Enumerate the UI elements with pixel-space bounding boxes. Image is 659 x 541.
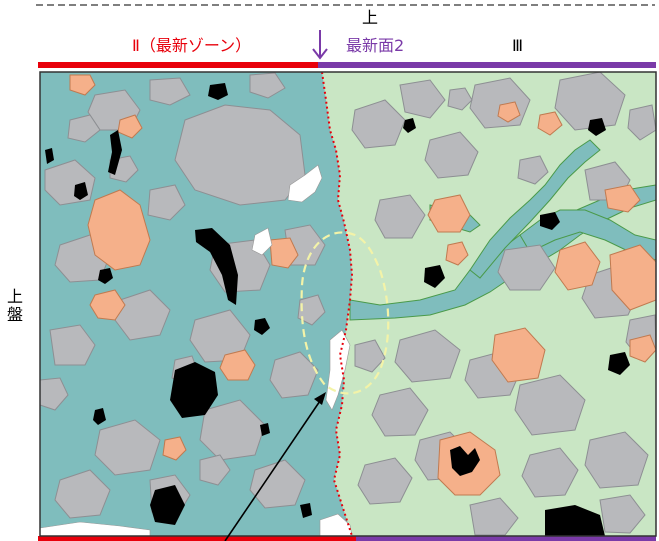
panel-border: [39, 71, 657, 537]
zone-iii-top-bar: [318, 62, 656, 68]
zone-iii-bottom-bar: [356, 536, 656, 541]
highlight-dashed-outline: [300, 231, 390, 395]
zone-ii-bottom-bar: [38, 536, 356, 541]
gray-gravels-zone-ii: [39, 72, 326, 519]
zone-iii-label: Ⅲ: [512, 36, 524, 55]
pointer-arrow: [224, 392, 326, 541]
zone-ii-label: Ⅱ（最新ゾーン）: [132, 36, 252, 55]
zone-ii-top-bar: [38, 62, 318, 68]
black-particles: [45, 83, 630, 536]
top-direction-label: 上: [362, 8, 379, 27]
micrograph-panel: [39, 71, 657, 537]
latest-surface-label: 最新面2: [346, 36, 405, 55]
orange-gravels: [69, 74, 657, 496]
latest-surface-arrow: [312, 30, 328, 60]
hanging-wall-label: 上盤: [6, 287, 23, 325]
latest-surface-dotted-line: [321, 71, 354, 537]
